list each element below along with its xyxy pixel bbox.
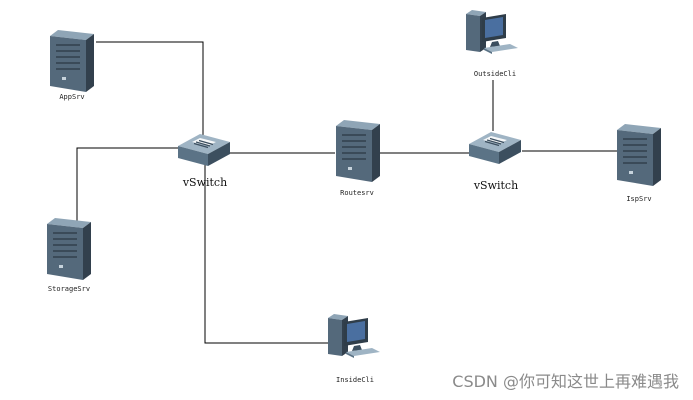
storagesrv-node[interactable]: StorageSrv: [47, 218, 91, 293]
ispsrv-node[interactable]: IspSrv: [617, 124, 661, 203]
vswitch-left-label: vSwitch: [182, 176, 227, 189]
server-tower-icon: [336, 120, 380, 182]
vswitch-right-label: vSwitch: [473, 179, 518, 192]
appsrv-node[interactable]: AppSrv: [50, 30, 94, 101]
appsrv-label: AppSrv: [59, 93, 84, 101]
routesrv-label: Routesrv: [340, 189, 374, 197]
link-insidecli-vswitch: [204, 160, 328, 344]
outsidecli-label: OutsideCli: [474, 70, 516, 78]
routesrv-node[interactable]: Routesrv: [336, 120, 380, 197]
server-tower-icon: [617, 124, 661, 186]
workstation-icon: [328, 314, 380, 358]
watermark-text: CSDN @你可知这世上再难遇我: [452, 372, 679, 391]
outsidecli-node[interactable]: OutsideCli: [466, 10, 518, 78]
storagesrv-label: StorageSrv: [48, 285, 90, 293]
insidecli-label: InsideCli: [336, 376, 374, 384]
switch-icon: [177, 133, 231, 167]
link-appsrv-vswitch: [96, 41, 204, 136]
workstation-icon: [466, 10, 518, 54]
server-tower-icon: [47, 218, 91, 280]
server-tower-icon: [50, 30, 94, 92]
vswitch-right-node[interactable]: vSwitch: [468, 131, 522, 192]
switch-icon: [468, 131, 522, 165]
link-storagesrv-vswitch: [76, 147, 178, 224]
vswitch-left-node[interactable]: vSwitch: [177, 133, 231, 189]
connections: [76, 41, 617, 344]
insidecli-node[interactable]: InsideCli: [328, 314, 380, 384]
ispsrv-label: IspSrv: [626, 195, 651, 203]
